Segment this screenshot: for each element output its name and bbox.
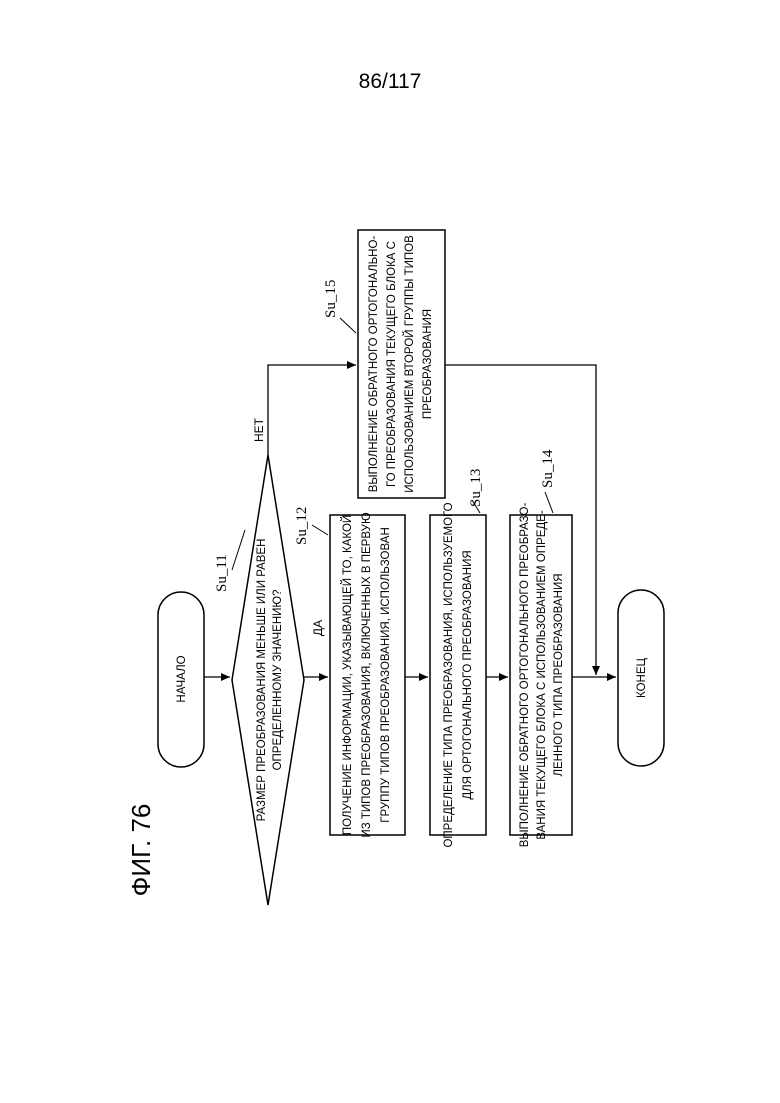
step-su14-line-3: ЛЕННОГО ТИПА ПРЕОБРАЗОВАНИЯ <box>553 573 565 776</box>
ref-su11: Su_11 <box>214 554 230 592</box>
ref-su14: Su_14 <box>540 449 556 488</box>
step-su12-line-3: ГРУППУ ТИПОВ ПРЕОБРАЗОВАНИЯ, ИСПОЛЬЗОВАН <box>380 527 392 823</box>
step-su14-line-2: ВАНИЯ ТЕКУЩЕГО БЛОКА С ИСПОЛЬЗОВАНИЕМ ОП… <box>536 510 548 839</box>
decision-yes-label: ДА <box>311 620 325 636</box>
step-su13: ОПРЕДЕЛЕНИЕ ТИПА ПРЕОБРАЗОВАНИЯ, ИСПОЛЬЗ… <box>430 469 486 848</box>
ref-su12-leader <box>312 525 328 535</box>
ref-su13: Su_13 <box>468 469 484 507</box>
step-su12-line-2: ИЗ ТИПОВ ПРЕОБРАЗОВАНИЯ, ВКЛЮЧЕННЫХ В ПЕ… <box>361 512 373 838</box>
ref-su15: Su_15 <box>323 280 339 318</box>
decision-no-label: НЕТ <box>252 417 266 442</box>
decision-line-2: ОПРЕДЕЛЕННОМУ ЗНАЧЕНИЮ? <box>272 590 284 771</box>
step-su15-line-3: ИСПОЛЬЗОВАНИЕМ ВТОРОЙ ГРУППЫ ТИПОВ <box>403 235 416 493</box>
ref-su15-leader <box>340 318 356 333</box>
step-su15-line-2: ГО ПРЕОБРАЗОВАНИЯ ТЕКУЩЕГО БЛОКА С <box>386 241 398 487</box>
step-su12: ПОЛУЧЕНИЕ ИНФОРМАЦИИ, УКАЗЫВАЮЩЕЙ ТО, КА… <box>294 507 405 838</box>
start-terminal: НАЧАЛО <box>158 592 204 767</box>
ref-su12: Su_12 <box>294 507 310 545</box>
ref-su14-leader <box>545 492 553 513</box>
end-terminal: КОНЕЦ <box>618 590 664 766</box>
step-su12-line-1: ПОЛУЧЕНИЕ ИНФОРМАЦИИ, УКАЗЫВАЮЩЕЙ ТО, КА… <box>341 515 354 835</box>
step-su15-line-4: ПРЕОБРАЗОВАНИЯ <box>422 309 434 419</box>
decision-line-1: РАЗМЕР ПРЕОБРАЗОВАНИЯ МЕНЬШЕ ИЛИ РАВЕН <box>256 539 268 822</box>
step-su15: ВЫПОЛНЕНИЕ ОБРАТНОГО ОРТОГОНАЛЬНО- ГО ПР… <box>323 230 445 498</box>
step-su13-line-2: ДЛЯ ОРТОГОНАЛЬНОГО ПРЕОБРАЗОВАНИЯ <box>462 550 474 799</box>
start-label: НАЧАЛО <box>176 655 188 702</box>
figure-title: ФИГ. 76 <box>126 804 156 897</box>
step-su13-line-1: ОПРЕДЕЛЕНИЕ ТИПА ПРЕОБРАЗОВАНИЯ, ИСПОЛЬЗ… <box>443 502 455 847</box>
arrow-decision-no-to-su15 <box>268 365 356 455</box>
decision-su11: РАЗМЕР ПРЕОБРАЗОВАНИЯ МЕНЬШЕ ИЛИ РАВЕН О… <box>214 417 325 905</box>
step-su14-line-1: ВЫПОЛНЕНИЕ ОБРАТНОГО ОРТОГОНАЛЬНОГО ПРЕО… <box>519 503 531 848</box>
end-label: КОНЕЦ <box>636 658 648 698</box>
step-su14: ВЫПОЛНЕНИЕ ОБРАТНОГО ОРТОГОНАЛЬНОГО ПРЕО… <box>510 449 572 847</box>
step-su15-line-1: ВЫПОЛНЕНИЕ ОБРАТНОГО ОРТОГОНАЛЬНО- <box>368 236 380 493</box>
step-su13-box <box>430 515 486 835</box>
ref-su11-leader <box>232 530 245 570</box>
